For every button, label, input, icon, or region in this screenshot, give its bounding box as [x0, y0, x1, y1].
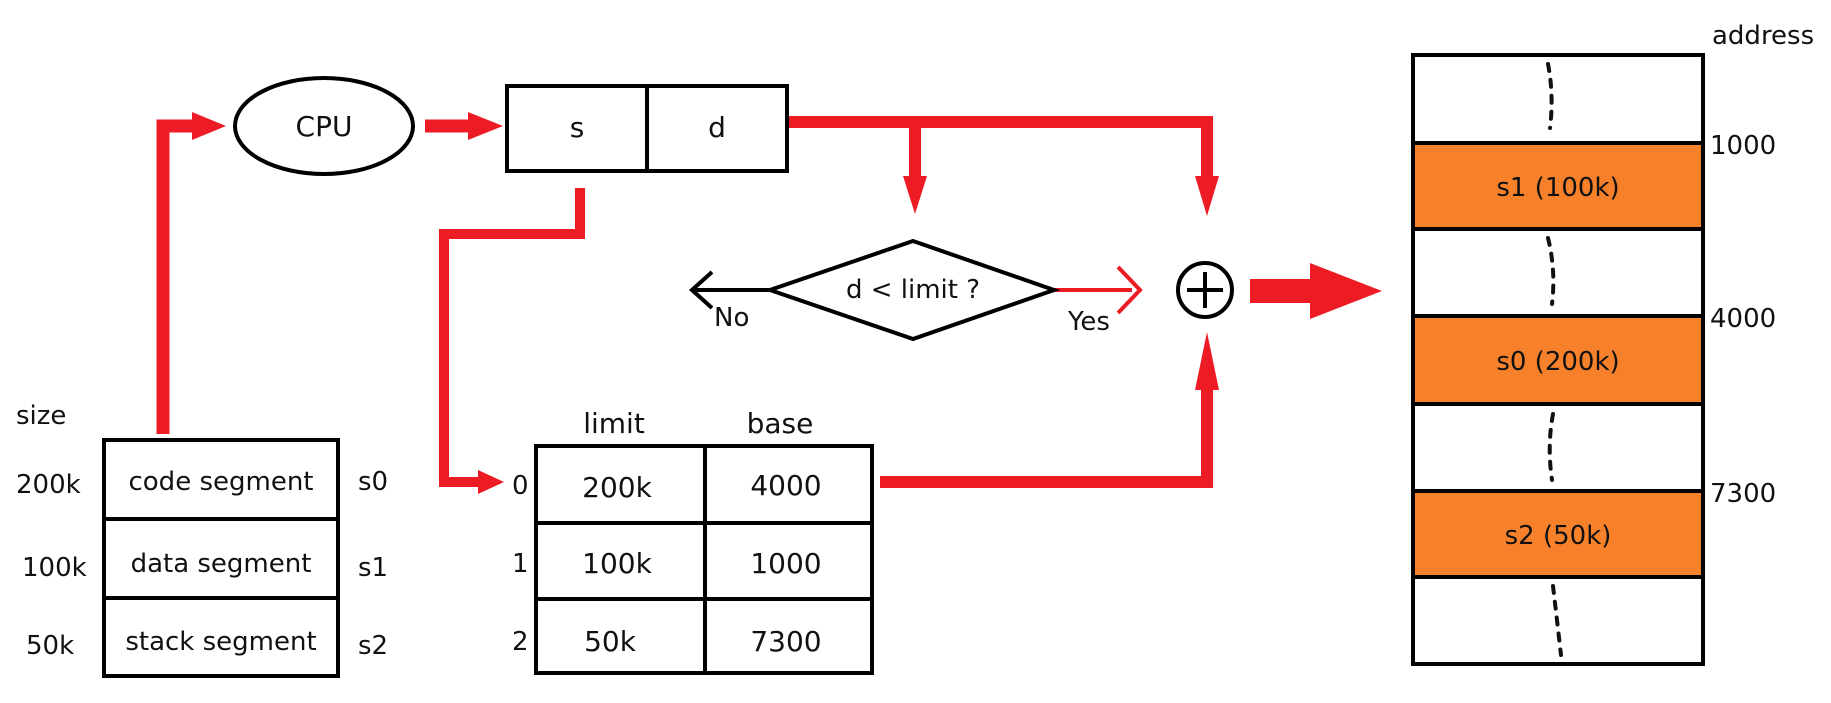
table-cell-limit: 50k	[584, 625, 637, 658]
segment-name: stack segment	[125, 627, 316, 657]
segments-size-header: size	[16, 401, 66, 431]
segment-id: s1	[358, 553, 388, 583]
segment-table: limit base 0 200k 4000 1 100k 1000 2 50k…	[512, 407, 874, 675]
table-cell-base: 4000	[750, 469, 821, 502]
segment-id: s2	[358, 631, 388, 661]
memory-block	[1411, 227, 1705, 318]
address-d-label: d	[708, 111, 726, 144]
no-branch	[689, 270, 770, 310]
table-row-index: 0	[512, 471, 529, 501]
memory-block	[1411, 53, 1705, 145]
memory-block-label: s0 (200k)	[1496, 347, 1619, 377]
arrow-s-to-table	[439, 188, 585, 487]
arrowhead-s-to-table	[478, 470, 504, 494]
memory-gap-dots	[1547, 412, 1555, 482]
table-row-index: 1	[512, 549, 529, 579]
memory-block	[1411, 402, 1705, 493]
arrowhead-segments-to-cpu	[192, 112, 226, 140]
arrowhead-cpu-to-address	[468, 112, 503, 140]
arrowhead-no	[689, 270, 714, 310]
decision-no-label: No	[714, 303, 749, 333]
cpu-node	[233, 76, 415, 176]
memory-segment-block	[1411, 141, 1705, 231]
segment-id: s0	[358, 467, 388, 497]
segment-name: data segment	[131, 549, 312, 579]
table-cell-limit: 100k	[582, 547, 652, 580]
decision-diamond	[763, 238, 1061, 342]
table-cell-limit: 200k	[582, 471, 652, 504]
memory-address-header: address	[1712, 21, 1814, 51]
decision-label: d < limit ?	[846, 275, 980, 305]
segment-size: 200k	[16, 470, 81, 500]
table-header-limit: limit	[583, 407, 645, 440]
arrowhead-d-to-decision	[903, 176, 927, 214]
memory-address-label: 7300	[1710, 479, 1776, 509]
arrow-d-to-adder	[789, 116, 1213, 180]
address-s-label: s	[570, 111, 585, 144]
decision-yes-label: Yes	[1067, 307, 1110, 337]
memory-address-label: 4000	[1710, 304, 1776, 334]
memory-block-label: s1 (100k)	[1496, 173, 1619, 203]
arrow-base-to-adder	[880, 386, 1213, 488]
arrowhead-d-to-adder	[1195, 176, 1219, 216]
arrows	[156, 112, 1382, 494]
memory-gap-dots	[1546, 236, 1556, 306]
table-header-base: base	[747, 407, 814, 440]
arrowhead-adder-to-memory	[1310, 263, 1382, 319]
memory-block-label: s2 (50k)	[1505, 521, 1612, 551]
memory-gap-dots	[1546, 62, 1554, 130]
segment-list: 200k code segment s0 100k data segment s…	[16, 438, 388, 678]
arrowhead-yes	[1116, 265, 1143, 315]
segment-size: 50k	[26, 631, 74, 661]
memory-segment-block	[1411, 314, 1705, 406]
memory-gap-dots	[1551, 584, 1563, 657]
memory-address-label: 1000	[1710, 131, 1776, 161]
table-row-index: 2	[512, 627, 529, 657]
segment-size: 100k	[22, 553, 87, 583]
arrow-segments-to-cpu	[156, 119, 198, 434]
table-cell-base: 7300	[750, 625, 821, 658]
table-cell-base: 1000	[750, 547, 821, 580]
physical-memory: address s1 (100k) s0 (200k) s2 (50k) 100…	[1411, 21, 1814, 666]
segment-name: code segment	[128, 467, 313, 497]
cpu-label: CPU	[296, 110, 353, 143]
plus-circle-icon	[1176, 261, 1234, 319]
arrowhead-base-to-adder	[1195, 332, 1219, 390]
